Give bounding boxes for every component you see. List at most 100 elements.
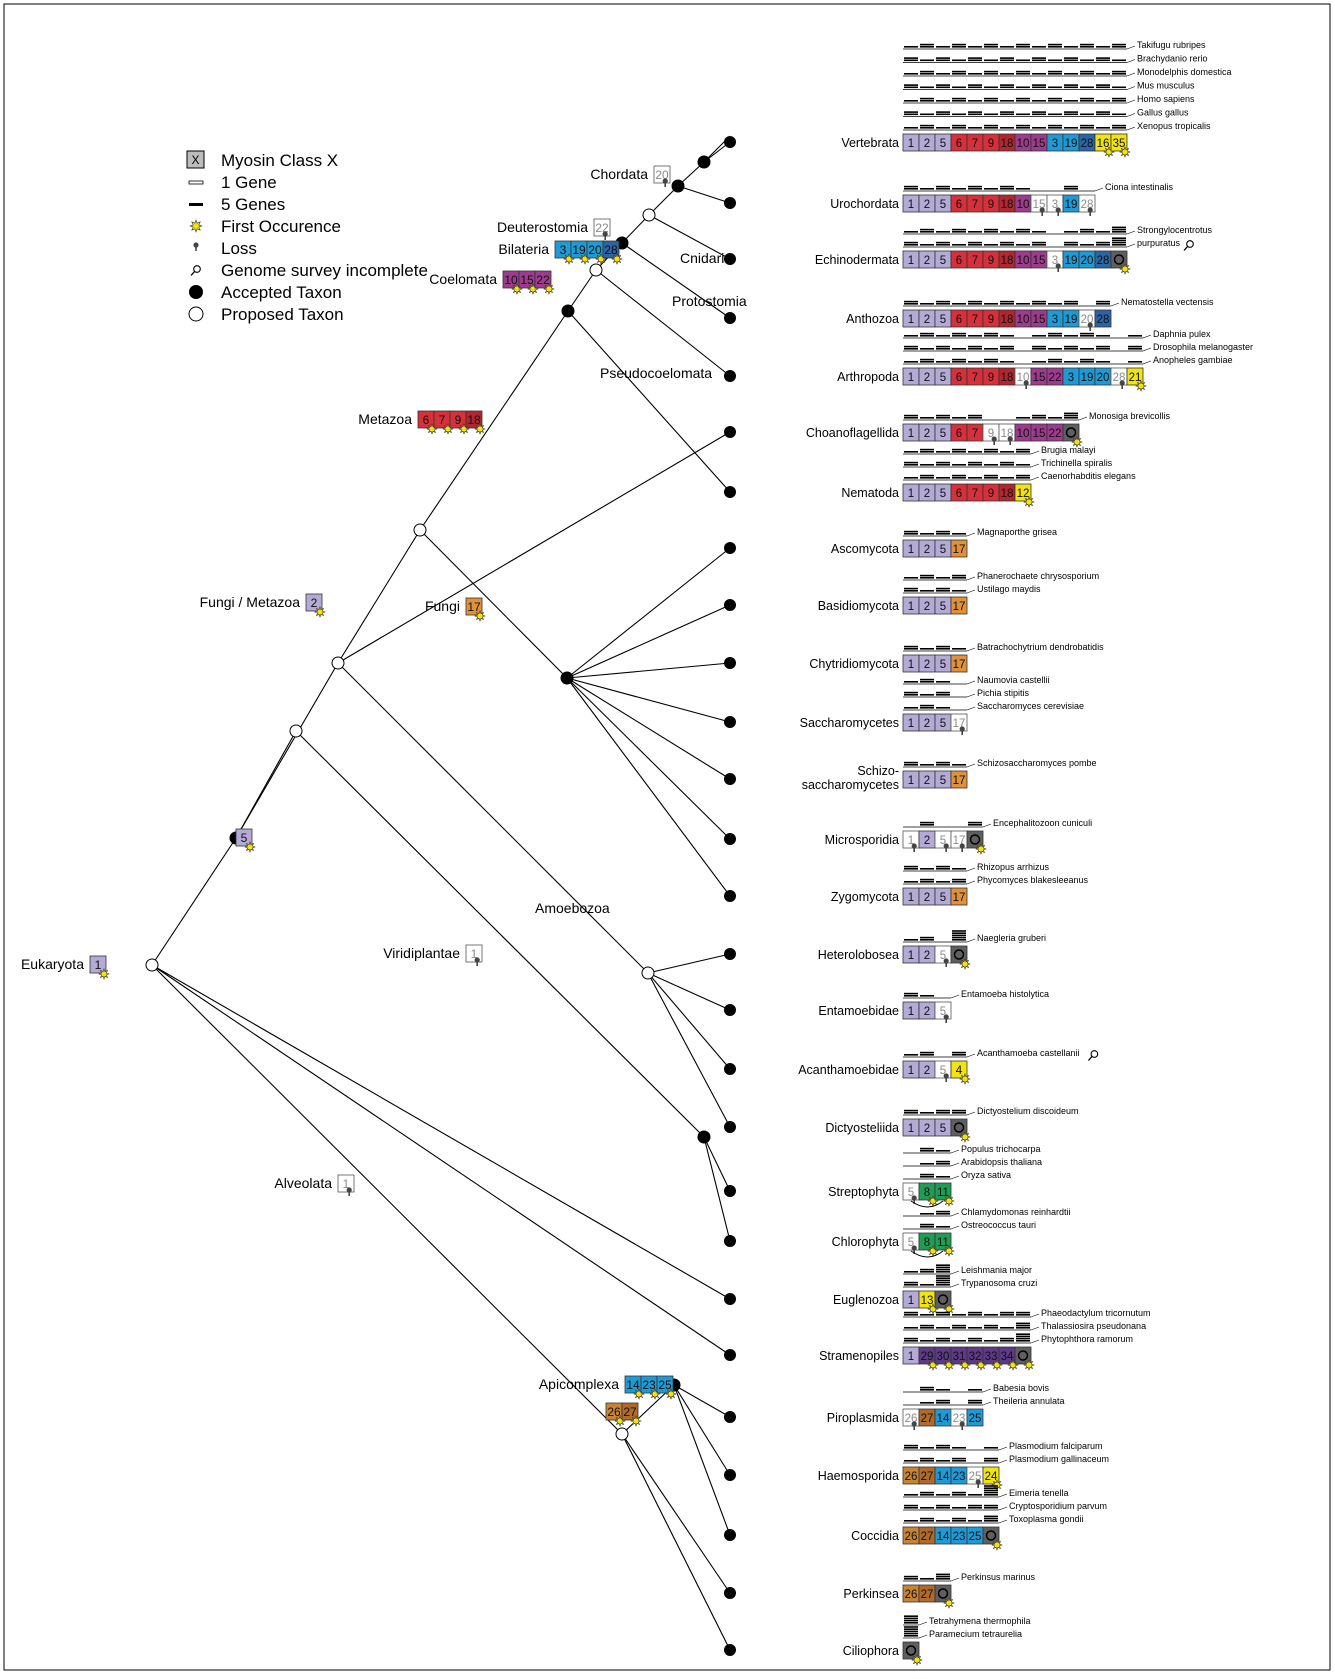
gene-count-bar (1064, 127, 1078, 129)
gene-count-bar (904, 1281, 918, 1284)
class-box-fill (534, 270, 552, 289)
myosin-class-box: 20 (1078, 250, 1096, 269)
gene-count-bars (903, 678, 976, 685)
myosin-class-box: 27 (918, 1526, 936, 1545)
tree-branch (566, 662, 731, 679)
myosin-class-box: 2 (918, 539, 936, 558)
first-occurrence-icon (943, 1597, 955, 1609)
species-leader (1030, 476, 1040, 481)
gene-count-bar (1064, 84, 1078, 86)
myosin-class-box: 22 (1046, 423, 1064, 442)
gene-count-bar (920, 1578, 934, 1580)
gene-count-bars (903, 1573, 960, 1582)
myosin-class-box: 1 (902, 1060, 920, 1079)
myosin-class-box: 14 (934, 1408, 952, 1427)
class-number: 6 (956, 314, 962, 326)
gene-count-bar (920, 451, 934, 453)
class-number: 1 (908, 544, 914, 556)
gene-count-bar (1064, 46, 1078, 48)
gene-count-bar (1064, 188, 1078, 190)
gene-count-bars (903, 43, 1136, 50)
myosin-class-box: 28 (1110, 367, 1128, 389)
gene-count-bar (936, 868, 950, 870)
tree-branch (647, 972, 731, 1128)
gene-count-bar (952, 1447, 966, 1449)
class-number: 33 (985, 1351, 998, 1363)
class-box-fill (602, 240, 620, 259)
gene-count-bar (1016, 464, 1030, 466)
species-leader (950, 1270, 960, 1275)
myosin-class-box: 10 (1014, 194, 1032, 213)
gene-count-bar (984, 332, 998, 335)
myosin-class-box: 9 (982, 367, 1000, 386)
class-box-fill (950, 887, 968, 906)
species-leader (1126, 99, 1136, 104)
gene-count-bar (936, 587, 950, 590)
gene-count-bars (903, 1173, 960, 1180)
gene-count-bar (984, 124, 998, 127)
gene-count-bar (920, 1213, 934, 1215)
class-number: 2 (924, 372, 930, 384)
myosin-class-box: 2 (918, 596, 936, 615)
gene-count-bar (952, 477, 966, 479)
border (3, 3, 1331, 1671)
class-number: 20 (1081, 255, 1094, 267)
species-name: Anopheles gambiae (1153, 355, 1233, 365)
gene-count-bar (904, 764, 918, 766)
gene-count-bar (1032, 345, 1046, 348)
gene-count-bar (1080, 59, 1094, 62)
taxon-name: Echinodermata (815, 253, 899, 267)
gene-count-bar (952, 43, 966, 46)
species-leader (1142, 334, 1152, 339)
myosin-class-box: 5 (934, 596, 952, 615)
gene-count-bar (920, 678, 934, 681)
gene-count-bar (952, 97, 966, 100)
myosin-class-box (1014, 1346, 1035, 1371)
gene-count-bar (1000, 1314, 1014, 1316)
taxon-name: Ciliophora (843, 1644, 899, 1658)
gene-count-bar (1016, 124, 1030, 127)
tree-branch (647, 972, 731, 1011)
class-box-fill (950, 945, 968, 964)
tree-branch (151, 837, 237, 966)
accepted-taxon-node (724, 1063, 736, 1075)
species-name: Paramecium tetraurelia (929, 1629, 1022, 1639)
gene-count-bar (1096, 111, 1110, 113)
gene-count-bar (1048, 332, 1062, 335)
first-occurrence-icon (314, 606, 326, 618)
transition-arrow (910, 1250, 944, 1258)
species-leader (966, 867, 976, 872)
tree-branch (621, 1433, 731, 1594)
myosin-class-box: 1 (902, 1290, 920, 1309)
gene-count-bar (936, 1573, 950, 1576)
species-leader (966, 938, 976, 943)
taxon-name: Chytridiomycota (809, 657, 899, 671)
myosin-class-box: 9 (982, 309, 1000, 328)
gene-count-bars (903, 226, 1136, 235)
myosin-class-box: 9 (982, 483, 1000, 502)
myosin-class-box: 6 (950, 250, 968, 269)
gene-count-bar (1048, 348, 1062, 350)
loss-icon (911, 843, 917, 852)
species-name: Saccharomyces cerevisiae (977, 701, 1084, 711)
gene-count-bar (920, 70, 934, 73)
gene-count-bar (904, 100, 918, 102)
gene-count-bar (904, 84, 918, 86)
gene-count-bar (920, 1223, 934, 1226)
gene-count-bar (1048, 73, 1062, 75)
gene-count-bar (936, 1507, 950, 1509)
myosin-class-box: 5 (902, 1182, 920, 1204)
class-number: 8 (924, 1187, 930, 1199)
gene-count-bar (904, 995, 918, 997)
myosin-class-box: 19 (1062, 309, 1080, 328)
gene-count-bar (936, 1266, 950, 1269)
gene-count-bar (904, 1109, 918, 1112)
loss-icon (1039, 207, 1045, 216)
species-name: Eimeria tenella (1009, 1488, 1069, 1498)
gene-count-bar (936, 127, 950, 129)
accepted-taxon-node (560, 671, 574, 685)
class-number: 2 (924, 544, 930, 556)
gene-count-bar (1096, 46, 1110, 48)
class-number: 2 (924, 428, 930, 440)
